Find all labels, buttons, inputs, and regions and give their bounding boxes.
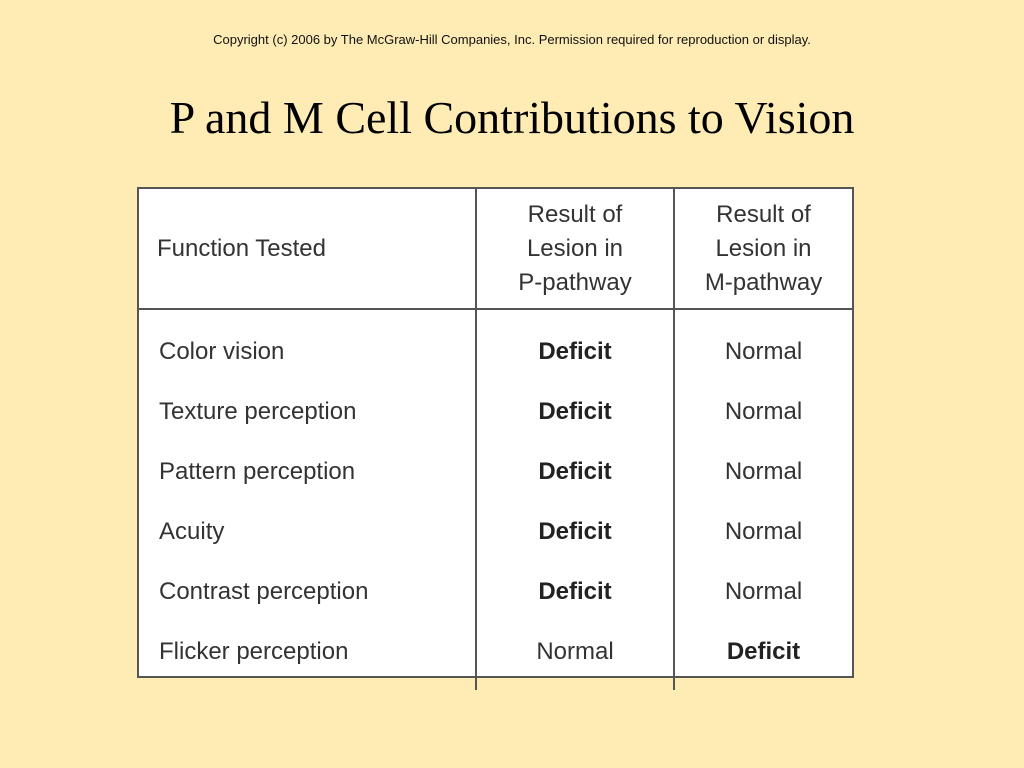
m-result-cell: Deficit [726, 638, 801, 665]
p-result-cell: Deficit [476, 442, 675, 502]
p-result-cell: Normal [476, 622, 675, 690]
header-p-line: Lesion in [526, 234, 624, 262]
comparison-table-container: Function Tested Result of Lesion in P-pa… [137, 187, 854, 690]
header-m-line: Lesion in [715, 234, 812, 262]
m-result-cell: Normal [724, 578, 803, 605]
p-result-cell: Deficit [476, 309, 675, 382]
m-result-cell: Normal [724, 338, 803, 365]
p-result-cell: Deficit [476, 382, 675, 442]
m-result-cell: Normal [724, 458, 803, 485]
header-p-line: P-pathway [518, 268, 632, 296]
comparison-table: Function Tested Result of Lesion in P-pa… [139, 189, 852, 690]
table-row: Flicker perception Normal Deficit [139, 622, 852, 690]
table-row: Pattern perception Deficit Normal [139, 442, 852, 502]
slide-title: P and M Cell Contributions to Vision [169, 92, 855, 143]
header-m-line: M-pathway [704, 268, 823, 296]
copyright-notice: Copyright (c) 2006 by The McGraw-Hill Co… [213, 32, 811, 47]
header-p-line: Result of [527, 200, 623, 228]
header-m-pathway: Result of Lesion in M-pathway [674, 189, 852, 310]
function-cell: Texture perception [139, 382, 477, 442]
function-cell: Color vision [139, 309, 477, 382]
function-cell: Flicker perception [139, 622, 477, 690]
table-row: Contrast perception Deficit Normal [139, 562, 852, 622]
header-function-tested: Function Tested [139, 189, 477, 310]
header-m-line: Result of [716, 200, 811, 228]
table-row: Texture perception Deficit Normal [139, 382, 852, 442]
function-cell: Acuity [139, 502, 477, 562]
header-p-pathway: Result of Lesion in P-pathway [476, 189, 675, 310]
function-cell: Pattern perception [139, 442, 477, 502]
m-result-cell: Normal [724, 398, 803, 425]
function-cell: Contrast perception [139, 562, 477, 622]
table-body: Color vision Deficit Normal Texture perc… [139, 309, 852, 690]
m-result-cell: Normal [724, 518, 803, 545]
p-result-cell: Deficit [476, 502, 675, 562]
p-result-cell: Deficit [476, 562, 675, 622]
table-row: Color vision Deficit Normal [139, 309, 852, 382]
table-row: Acuity Deficit Normal [139, 502, 852, 562]
table-header-row: Function Tested Result of Lesion in P-pa… [139, 189, 852, 310]
